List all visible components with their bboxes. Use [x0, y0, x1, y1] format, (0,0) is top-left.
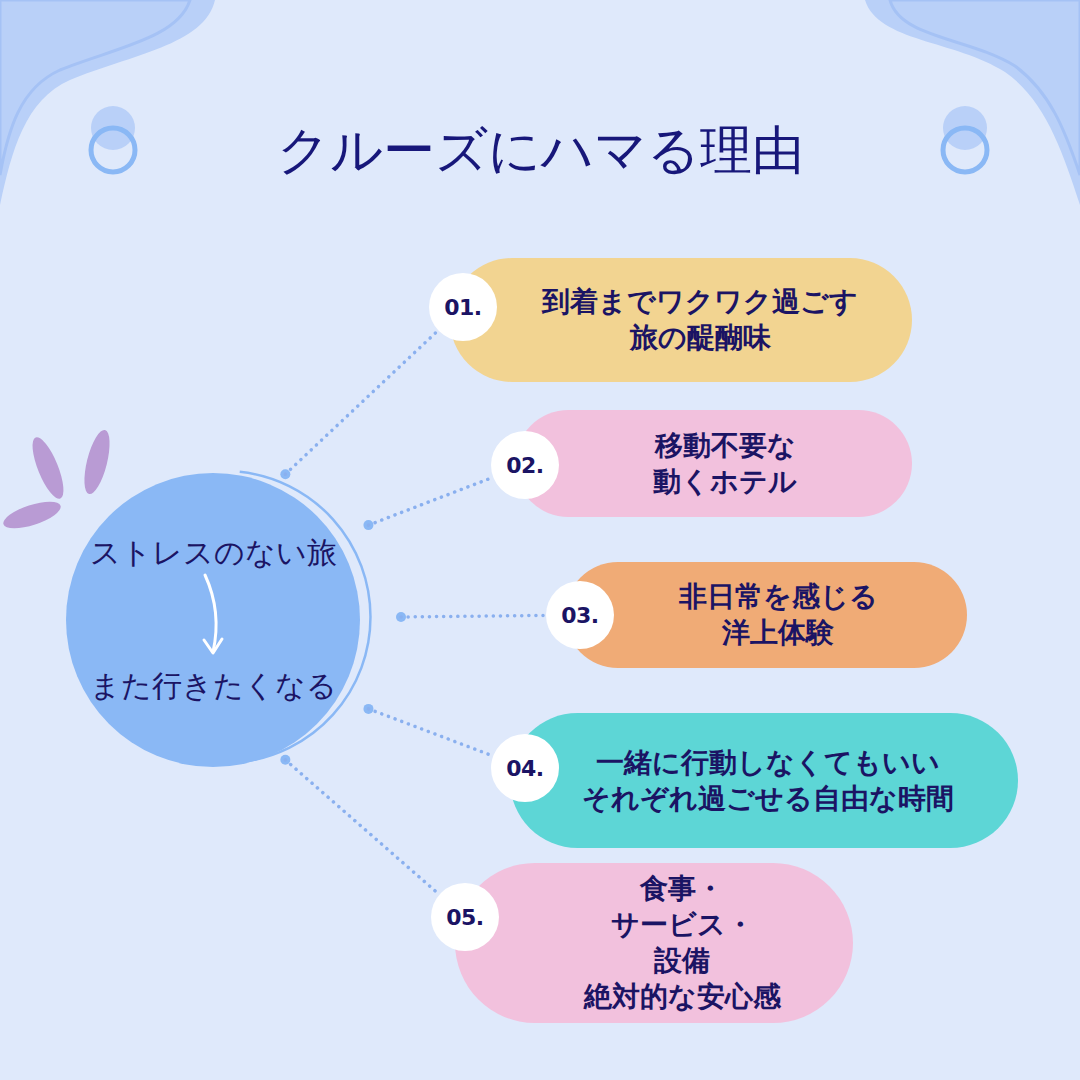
- dotted-connector: [368, 709, 490, 755]
- reason-pill: 02.移動不要な 動くホテル: [515, 410, 912, 517]
- reason-text: 食事・サービス・設備 絶対的な安心感: [584, 871, 781, 1015]
- dotted-connector: [285, 332, 436, 474]
- reason-pill: 03.非日常を感じる 洋上体験: [565, 562, 967, 668]
- arrow-shaft: [205, 575, 216, 652]
- number-badge: 05.: [431, 883, 499, 951]
- number-badge: 01.: [429, 273, 497, 341]
- callout-number: 03.: [561, 603, 598, 628]
- arrow-head: [204, 639, 222, 653]
- reason-text: 一緒に行動しなくてもいい それぞれ過ごせる自由な時間: [582, 745, 954, 817]
- dotted-connector: [368, 478, 490, 525]
- reason-text: 非日常を感じる 洋上体験: [679, 579, 878, 651]
- number-badge: 03.: [546, 581, 614, 649]
- callout-number: 01.: [444, 295, 481, 320]
- reason-pill: 05.食事・サービス・設備 絶対的な安心感: [455, 863, 853, 1023]
- corner-blob: [0, 0, 215, 205]
- dotted-connector: [401, 615, 543, 617]
- callout-number: 05.: [446, 905, 483, 930]
- dotted-connector: [285, 760, 437, 893]
- hub-text: ストレスのない旅: [66, 535, 360, 571]
- reason-text: 移動不要な 動くホテル: [653, 428, 797, 500]
- reason-pill: 04.一緒に行動しなくてもいい それぞれ過ごせる自由な時間: [510, 713, 1018, 848]
- callout-number: 02.: [506, 453, 543, 478]
- corner-outline: [890, 0, 1080, 175]
- flow-arrow: [66, 473, 360, 767]
- number-badge: 04.: [491, 734, 559, 802]
- leaf: [79, 428, 114, 497]
- reason-text: 到着までワクワク過ごす 旅の醍醐味: [542, 284, 858, 356]
- reason-pill: 01.到着までワクワク過ごす 旅の醍醐味: [450, 258, 912, 382]
- leaf: [26, 434, 69, 503]
- hub-text: また行きたくなる: [66, 668, 360, 704]
- number-badge: 02.: [491, 431, 559, 499]
- corner-outline: [0, 0, 190, 175]
- callout-number: 04.: [506, 756, 543, 781]
- ring: [91, 128, 135, 172]
- ring: [943, 128, 987, 172]
- hub-circle: ストレスのない旅また行きたくなる: [66, 473, 360, 767]
- corner-blob: [865, 0, 1080, 205]
- title: クルーズにハマる理由: [0, 118, 1080, 182]
- leaf: [0, 496, 63, 534]
